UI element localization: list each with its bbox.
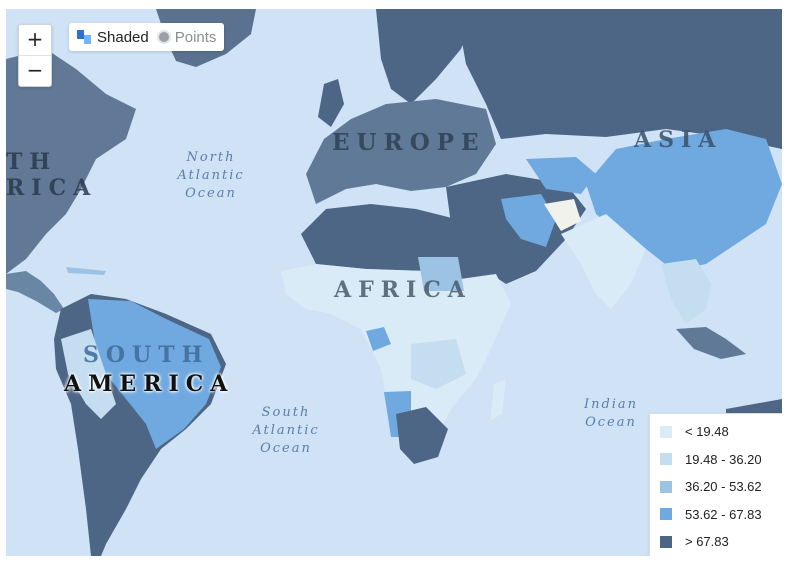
north-america[interactable] (6, 49, 136, 274)
central-america[interactable] (6, 271, 64, 313)
label-north-atlantic: North Atlantic Ocean (177, 150, 245, 201)
legend-item: > 67.83 (650, 528, 782, 556)
shaded-label: Shaded (97, 28, 149, 46)
points-icon (158, 32, 169, 42)
display-mode-toggle: Shaded Points (69, 23, 225, 51)
zoom-control: + − (18, 24, 52, 87)
label-south-atlantic: South Atlantic Ocean (252, 405, 320, 456)
sudan[interactable] (418, 257, 464, 291)
legend-item: < 19.48 (650, 418, 782, 446)
uk[interactable] (318, 79, 344, 127)
legend-label: < 19.48 (685, 424, 729, 440)
southeast-asia[interactable] (661, 259, 711, 324)
brazil[interactable] (88, 299, 221, 449)
label-europe: EUROPE (332, 129, 486, 156)
world-map[interactable] (6, 9, 782, 556)
southern-africa-mid[interactable] (411, 339, 466, 389)
legend-swatch (660, 535, 672, 548)
legend-swatch (660, 508, 672, 521)
map-canvas[interactable]: EUROPE ASIA AFRICA SOUTH AMERICA TH RICA… (6, 9, 782, 556)
points-label: Points (174, 28, 217, 46)
label-indian-ocean: Indian Ocean (583, 397, 639, 430)
legend-swatch (660, 453, 672, 466)
russia[interactable] (456, 9, 782, 149)
zoom-out-button[interactable]: − (19, 55, 51, 86)
scandinavia[interactable] (376, 9, 476, 104)
legend-item: 19.48 - 36.20 (650, 446, 782, 474)
zoom-in-button[interactable]: + (26, 27, 44, 51)
label-asia: ASIA (634, 127, 723, 153)
caribbean[interactable] (66, 267, 106, 275)
india[interactable] (561, 214, 646, 309)
label-america: AMERICA (64, 371, 235, 397)
legend-label: 36.20 - 53.62 (685, 479, 762, 495)
legend-label: 53.62 - 67.83 (685, 506, 762, 522)
legend-swatch (660, 425, 672, 438)
afghanistan[interactable] (544, 199, 581, 231)
map-legend: < 19.48 19.48 - 36.20 36.20 - 53.62 53.62 -… (649, 413, 782, 556)
points-option[interactable]: Points (158, 28, 217, 46)
label-south: SOUTH (83, 342, 210, 368)
sub-saharan-africa[interactable] (281, 264, 511, 464)
label-africa: AFRICA (334, 277, 472, 303)
label-north-america-2: RICA (6, 175, 98, 201)
shaded-icon (77, 30, 91, 44)
madagascar[interactable] (490, 379, 506, 421)
label-north-america-1: TH (6, 149, 58, 175)
south-africa[interactable] (396, 407, 448, 464)
iran[interactable] (501, 194, 556, 247)
legend-label: > 67.83 (685, 534, 729, 550)
china[interactable] (586, 129, 782, 271)
legend-swatch (660, 480, 672, 493)
shaded-option[interactable]: Shaded (77, 29, 149, 46)
legend-item: 53.62 - 67.83 (650, 501, 782, 529)
peru-bolivia[interactable] (61, 329, 116, 419)
legend-label: 19.48 - 36.20 (685, 451, 762, 467)
europe-mainland[interactable] (306, 99, 496, 204)
legend-item: 36.20 - 53.62 (650, 473, 782, 501)
indonesia[interactable] (676, 327, 746, 359)
gabon-congo[interactable] (366, 327, 391, 351)
central-asia[interactable] (526, 157, 596, 194)
